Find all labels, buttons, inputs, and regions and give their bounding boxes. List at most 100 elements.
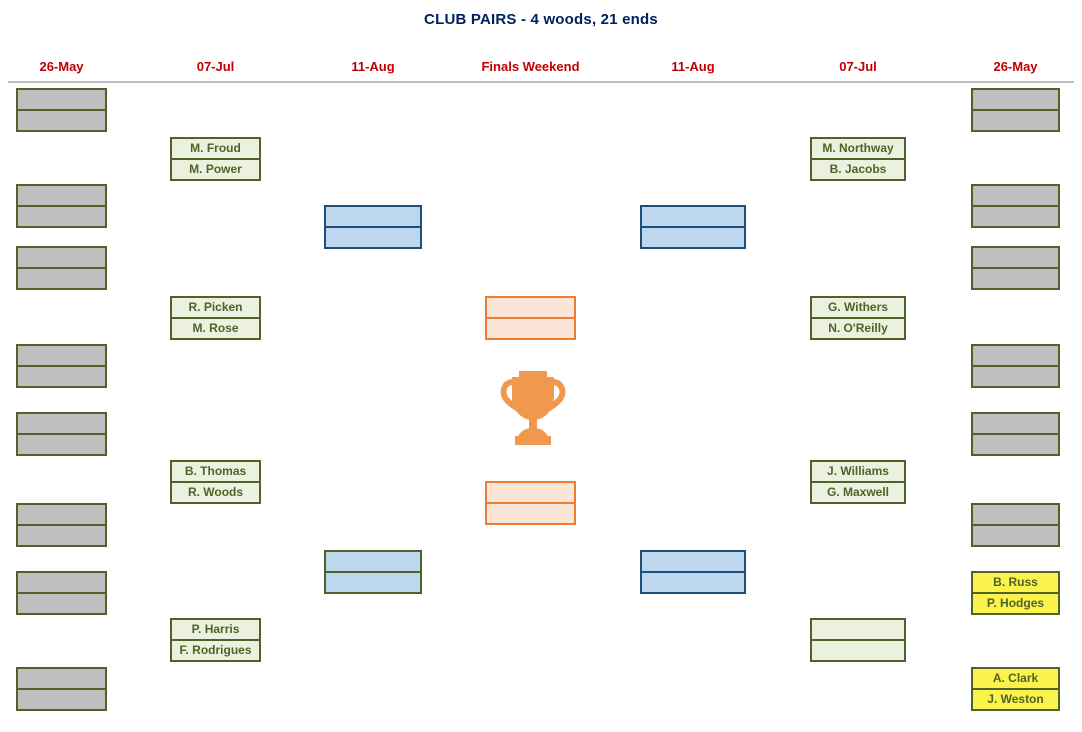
pair-box bbox=[16, 246, 107, 290]
player-name-cell: F. Rodrigues bbox=[172, 639, 259, 660]
player-name-cell: M. Power bbox=[172, 158, 259, 179]
pair-box bbox=[16, 88, 107, 132]
pair-box bbox=[485, 481, 576, 525]
player-name-cell bbox=[642, 226, 744, 247]
player-name-cell bbox=[18, 267, 105, 288]
player-name-cell bbox=[812, 639, 904, 660]
player-name-cell: R. Picken bbox=[172, 298, 259, 317]
pair-box bbox=[810, 618, 906, 662]
pair-box bbox=[971, 412, 1060, 456]
player-name-cell: G. Withers bbox=[812, 298, 904, 317]
player-name-cell: M. Rose bbox=[172, 317, 259, 338]
pair-box bbox=[971, 344, 1060, 388]
player-name-cell bbox=[973, 267, 1058, 288]
player-name-cell bbox=[973, 205, 1058, 226]
player-name-cell bbox=[642, 571, 744, 592]
player-name-cell bbox=[973, 365, 1058, 386]
pair-box bbox=[971, 88, 1060, 132]
pair-box bbox=[16, 503, 107, 547]
round-date-header: 26-May bbox=[993, 59, 1038, 74]
header-divider-line bbox=[8, 81, 1074, 83]
player-name-cell bbox=[18, 109, 105, 130]
page-title: CLUB PAIRS - 4 woods, 21 ends bbox=[424, 11, 658, 28]
round-date-header: 07-Jul bbox=[839, 59, 877, 74]
pair-box bbox=[971, 246, 1060, 290]
player-name-cell bbox=[973, 524, 1058, 545]
player-name-cell bbox=[18, 90, 105, 109]
player-name-cell bbox=[812, 620, 904, 639]
player-name-cell bbox=[18, 592, 105, 613]
round-date-header: 26-May bbox=[39, 59, 84, 74]
pair-box bbox=[16, 184, 107, 228]
pair-box bbox=[640, 205, 746, 249]
player-name-cell bbox=[18, 688, 105, 709]
player-name-cell bbox=[326, 207, 420, 226]
player-name-cell: B. Russ bbox=[973, 573, 1058, 592]
round-date-header: Finals Weekend bbox=[481, 59, 580, 74]
round-date-header: 11-Aug bbox=[671, 59, 715, 74]
round-date-header: 11-Aug bbox=[351, 59, 395, 74]
player-name-cell bbox=[973, 346, 1058, 365]
player-name-cell bbox=[18, 346, 105, 365]
player-name-cell: G. Maxwell bbox=[812, 481, 904, 502]
player-name-cell bbox=[18, 669, 105, 688]
pair-box bbox=[640, 550, 746, 594]
player-name-cell bbox=[642, 207, 744, 226]
pair-box bbox=[16, 571, 107, 615]
player-name-cell: P. Harris bbox=[172, 620, 259, 639]
player-name-cell bbox=[973, 505, 1058, 524]
player-name-cell bbox=[18, 414, 105, 433]
pair-box bbox=[16, 667, 107, 711]
player-name-cell: P. Hodges bbox=[973, 592, 1058, 613]
player-name-cell bbox=[18, 365, 105, 386]
pair-box bbox=[16, 344, 107, 388]
player-name-cell bbox=[18, 573, 105, 592]
player-name-cell: R. Woods bbox=[172, 481, 259, 502]
pair-box bbox=[971, 184, 1060, 228]
player-name-cell bbox=[487, 298, 574, 317]
pair-box bbox=[16, 412, 107, 456]
player-name-cell bbox=[326, 552, 420, 571]
player-name-cell bbox=[642, 552, 744, 571]
trophy-icon bbox=[500, 371, 566, 445]
player-name-cell bbox=[487, 317, 574, 338]
player-name-cell bbox=[18, 524, 105, 545]
player-name-cell bbox=[18, 433, 105, 454]
player-name-cell bbox=[18, 505, 105, 524]
player-name-cell bbox=[973, 248, 1058, 267]
pair-box bbox=[324, 550, 422, 594]
pair-box bbox=[324, 205, 422, 249]
player-name-cell bbox=[326, 571, 420, 592]
pair-box bbox=[971, 503, 1060, 547]
player-name-cell bbox=[18, 186, 105, 205]
player-name-cell bbox=[487, 502, 574, 523]
player-name-cell: J. Weston bbox=[973, 688, 1058, 709]
player-name-cell bbox=[487, 483, 574, 502]
player-name-cell bbox=[973, 433, 1058, 454]
player-name-cell bbox=[973, 414, 1058, 433]
player-name-cell: M. Froud bbox=[172, 139, 259, 158]
player-name-cell: B. Jacobs bbox=[812, 158, 904, 179]
player-name-cell bbox=[326, 226, 420, 247]
player-name-cell: J. Williams bbox=[812, 462, 904, 481]
player-name-cell: B. Thomas bbox=[172, 462, 259, 481]
player-name-cell: N. O'Reilly bbox=[812, 317, 904, 338]
player-name-cell bbox=[973, 90, 1058, 109]
player-name-cell: A. Clark bbox=[973, 669, 1058, 688]
player-name-cell bbox=[973, 186, 1058, 205]
pair-box bbox=[485, 296, 576, 340]
player-name-cell bbox=[973, 109, 1058, 130]
round-date-header: 07-Jul bbox=[196, 59, 235, 74]
player-name-cell bbox=[18, 205, 105, 226]
player-name-cell: M. Northway bbox=[812, 139, 904, 158]
player-name-cell bbox=[18, 248, 105, 267]
